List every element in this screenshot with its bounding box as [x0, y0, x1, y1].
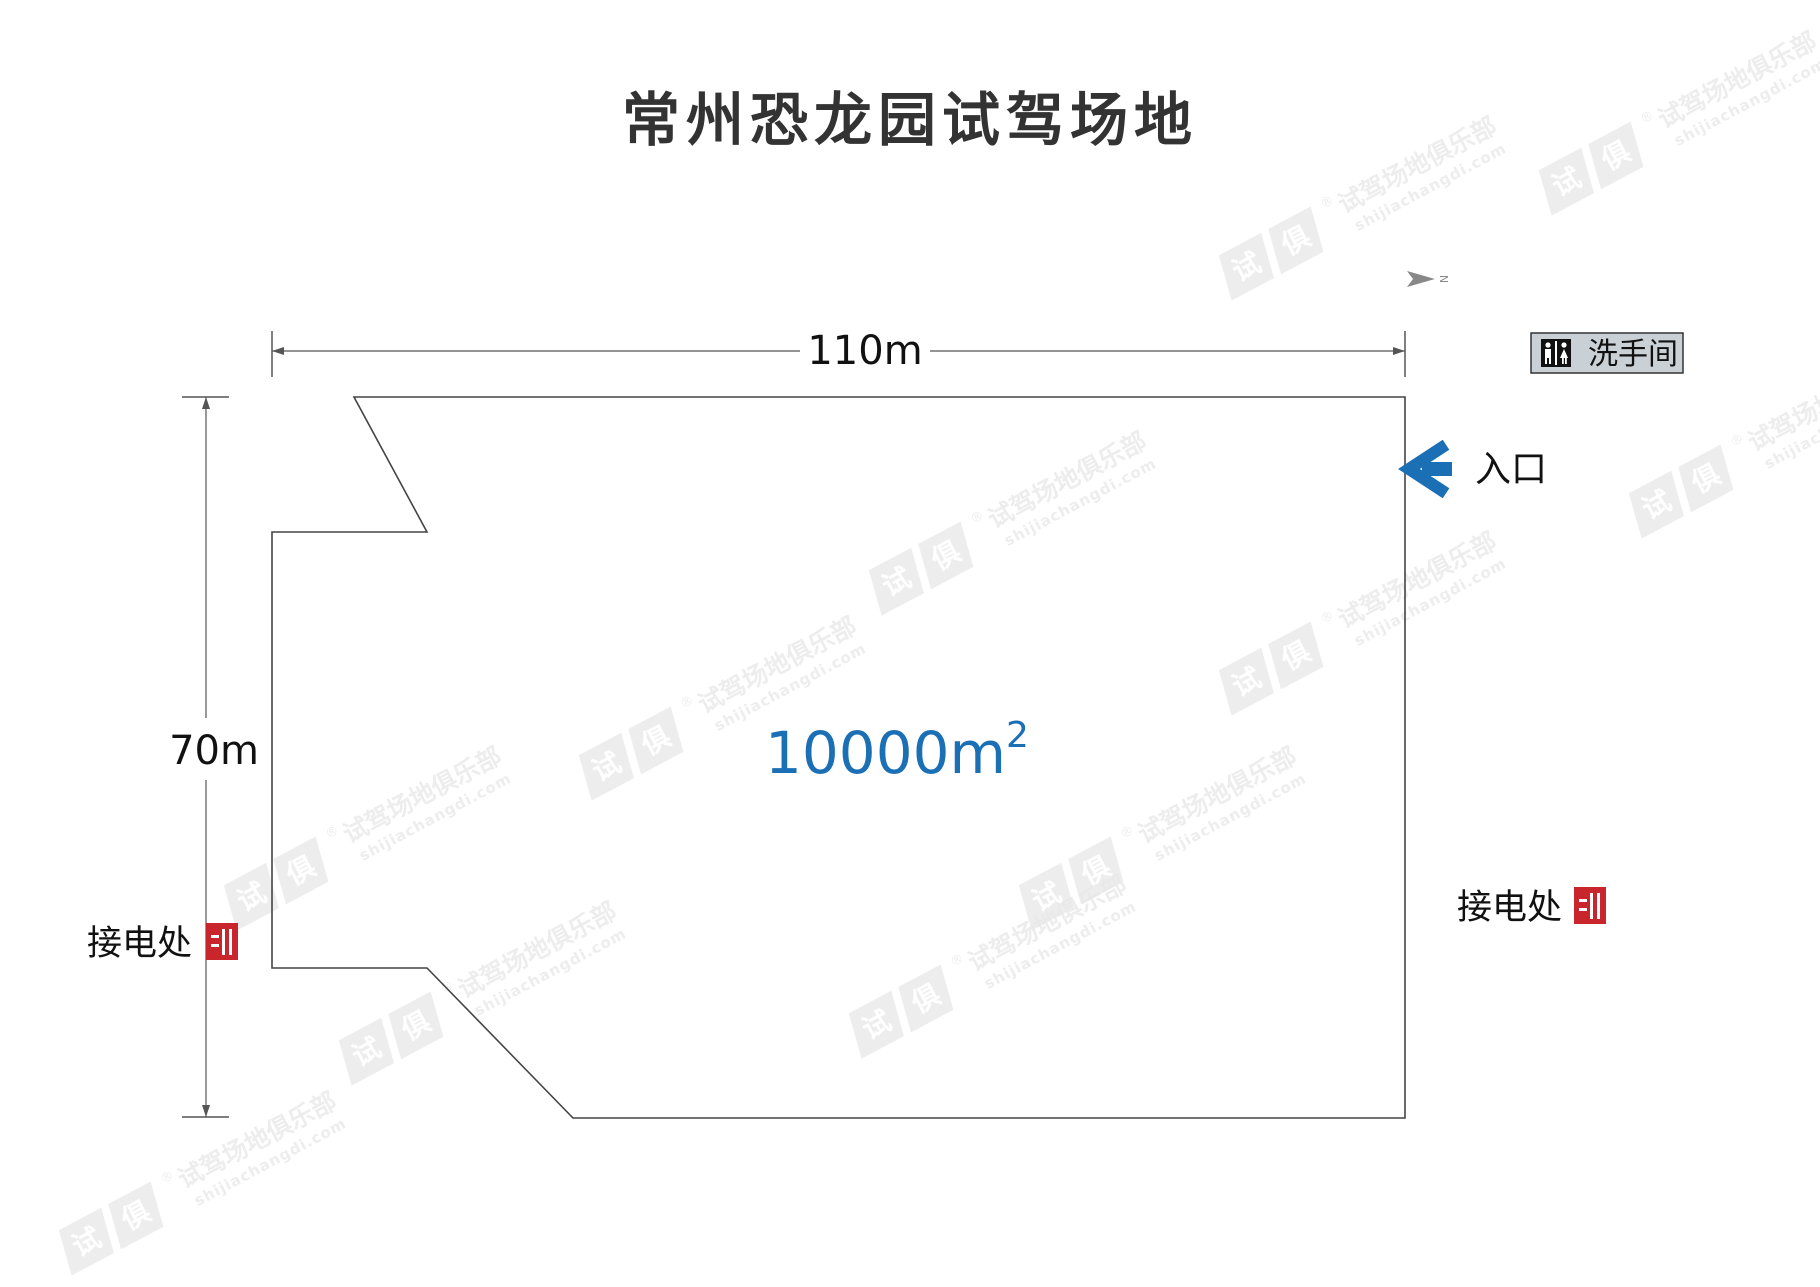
watermark-logo-block: [868, 547, 924, 616]
watermark-logo-block: [1538, 147, 1594, 216]
power-label-right: 接电处: [1457, 888, 1562, 928]
watermark-registered-mark: ®: [1318, 193, 1337, 212]
svg-text:10000m2: 10000m2: [765, 715, 1029, 787]
watermark-registered-mark: ®: [1118, 823, 1137, 842]
watermark-registered-mark: ®: [678, 693, 697, 712]
watermark-logo-block: [1218, 232, 1274, 301]
entrance-marker: 入口: [1398, 439, 1547, 499]
watermark-logo-block: [1628, 470, 1684, 539]
watermark-logo-block: [1218, 647, 1274, 716]
watermark-registered-mark: ®: [968, 508, 987, 527]
area-superscript: 2: [1006, 715, 1029, 756]
watermark-registered-mark: ®: [158, 1168, 177, 1187]
restroom-label: 洗手间: [1588, 337, 1678, 372]
arrow-left-icon: [1398, 439, 1452, 499]
restroom-icon: [1541, 339, 1571, 367]
watermark-logo-block: [223, 862, 279, 931]
compass-label: N: [1437, 275, 1450, 283]
width-dimension: 110m: [271, 328, 1406, 377]
area-label: 10000m2: [765, 715, 1029, 787]
north-arrow-icon: N: [1407, 271, 1450, 287]
height-label: 70m: [169, 728, 259, 774]
height-dimension: 70m: [165, 396, 260, 1118]
watermark-registered-mark: ®: [1318, 608, 1337, 627]
watermark-logo-block: [1018, 862, 1074, 931]
watermark-logo-block: [1678, 444, 1734, 513]
watermark-logo-block: [58, 1207, 114, 1276]
watermark-logo-block: [108, 1181, 164, 1250]
watermark-registered-mark: ®: [1638, 108, 1657, 127]
power-point-left: 接电处: [87, 923, 238, 964]
watermark-logo-block: [1268, 206, 1324, 275]
watermark-logo-block: [898, 964, 954, 1033]
watermark-logo-block: [628, 706, 684, 775]
area-value: 10000m: [765, 719, 1006, 787]
watermark-logo-block: [1588, 121, 1644, 190]
entrance-label: 入口: [1475, 449, 1547, 490]
watermark-layer: 试俱®试驾场地俱乐部shijiachangdi.com试俱®试驾场地俱乐部shi…: [58, 26, 1820, 1276]
watermark-logo-block: [1068, 836, 1124, 905]
watermark-logo-block: [273, 836, 329, 905]
venue-outline: [271, 396, 1406, 1119]
restroom-sign: 洗手间: [1530, 332, 1684, 374]
watermark-logo-block: [848, 990, 904, 1059]
watermark-logo-block: [918, 521, 974, 590]
power-label-left: 接电处: [87, 924, 192, 964]
width-label: 110m: [807, 328, 922, 374]
watermark-logo-block: [338, 1017, 394, 1086]
watermark-logo-block: [578, 732, 634, 801]
power-icon: [206, 923, 238, 960]
watermark-logo-block: [1268, 621, 1324, 690]
power-point-right: 接电处: [1457, 887, 1606, 928]
watermark-registered-mark: ®: [948, 951, 967, 970]
power-icon: [1574, 887, 1606, 924]
watermark-registered-mark: ®: [1728, 431, 1747, 450]
watermark-registered-mark: ®: [323, 823, 342, 842]
watermark-logo-block: [388, 991, 444, 1060]
page-title: 常州恐龙园试驾场地: [622, 86, 1198, 154]
